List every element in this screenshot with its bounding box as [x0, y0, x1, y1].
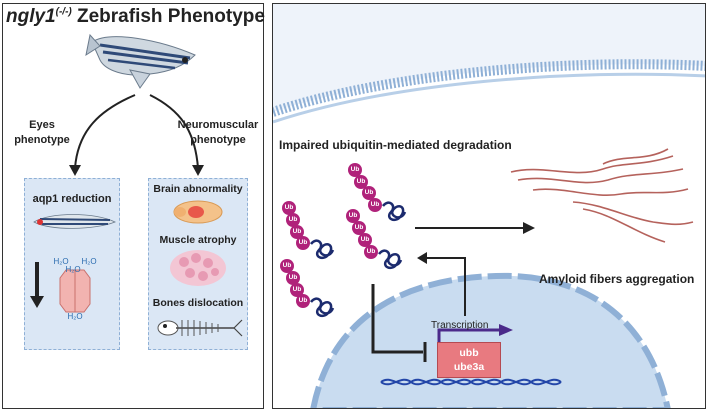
- ub-label: Ub: [288, 274, 298, 281]
- fish-skeleton-icon: [157, 319, 243, 337]
- water-label: H₂O: [81, 257, 97, 266]
- water-label: H₂O: [65, 265, 81, 274]
- ub-label: Ub: [284, 204, 294, 211]
- zebrafish-small-image: [33, 214, 116, 229]
- ub-label: Ub: [348, 212, 358, 219]
- gene-box: ubb ube3a: [437, 342, 501, 378]
- feedback-arrow: [425, 257, 466, 316]
- ub-label: Ub: [298, 239, 308, 246]
- aqp1-label: aqp1 reduction: [32, 193, 112, 205]
- right-panel: Impaired ubiquitin-mediated degradation …: [272, 3, 706, 409]
- ub-label: Ub: [288, 216, 298, 223]
- muscle-label: Muscle atrophy: [159, 234, 237, 246]
- brain-icon: [173, 200, 223, 224]
- ub-label: Ub: [356, 178, 366, 185]
- ub-label: Ub: [282, 262, 292, 269]
- amyloid-fibers: [510, 148, 694, 243]
- neuro-graphics: [157, 200, 243, 337]
- ub-label: Ub: [366, 248, 376, 255]
- impaired-degradation-label: Impaired ubiquitin-mediated degradation: [279, 138, 512, 152]
- ub-label: Ub: [298, 297, 308, 304]
- cell-graphics: [273, 59, 705, 408]
- ub-chain: [280, 259, 335, 318]
- zebrafish-image: [85, 33, 196, 89]
- ub-chain: [346, 209, 403, 270]
- ub-label: Ub: [370, 201, 380, 208]
- gene-ube3a: ube3a: [453, 361, 485, 373]
- ub-label: Ub: [350, 166, 360, 173]
- brain-label: Brain abnormality: [153, 183, 243, 195]
- down-arrow-icon: [30, 262, 44, 308]
- transcription-label: Transcription: [431, 320, 489, 331]
- ub-label: Ub: [292, 286, 302, 293]
- inhibition-arrow: [371, 284, 423, 354]
- aquaporin-channel-icon: [59, 269, 91, 313]
- ub-chain: [282, 201, 335, 260]
- panel-title: ngly1(-/-) Zebrafish Phenotype: [6, 6, 265, 27]
- water-label: H₂O: [67, 312, 83, 321]
- ub-label: Ub: [364, 189, 374, 196]
- neuro-arrow: [149, 94, 199, 169]
- eyes-box: [24, 178, 120, 350]
- eyes-arrow: [74, 94, 136, 169]
- ub-chain: [348, 163, 407, 222]
- eyes-graphics: [30, 214, 116, 313]
- left-graphics: [69, 33, 204, 176]
- ub-label: Ub: [360, 236, 370, 243]
- amyloid-label: Amyloid fibers aggregation: [539, 272, 695, 286]
- muscle-tissue-icon: [170, 250, 226, 286]
- ub-label: Ub: [292, 228, 302, 235]
- bones-label: Bones dislocation: [152, 297, 244, 309]
- dna-helix: [380, 378, 562, 386]
- water-label: H₂O: [53, 257, 69, 266]
- ub-label: Ub: [354, 224, 364, 231]
- gene-ubb: ubb: [459, 347, 479, 359]
